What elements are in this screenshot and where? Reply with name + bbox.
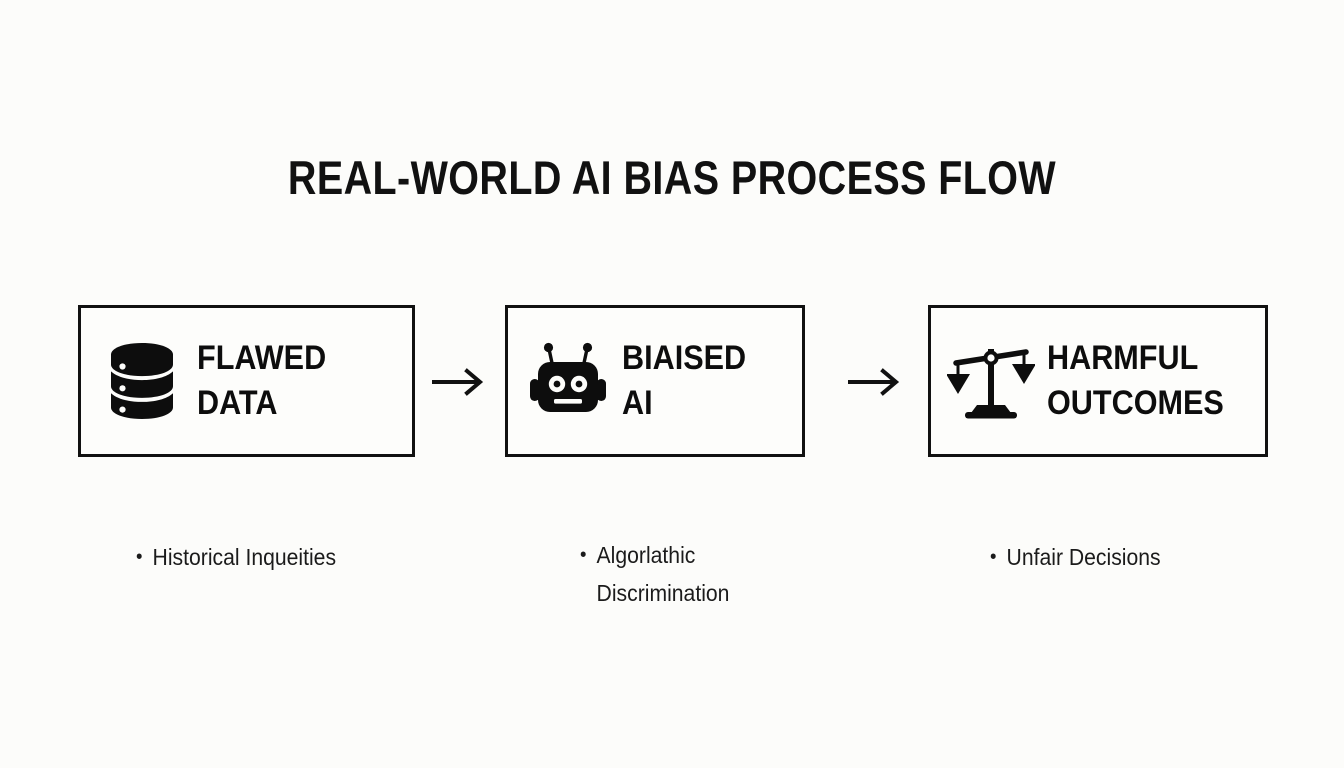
flow-step-harmful-outcomes[interactable]: HARMFUL OUTCOMES [928,305,1268,457]
arrow-right-icon-1 [430,367,490,397]
caption-harmful-outcomes: • Unfair Decisions [990,500,1161,576]
flow-step-label: FLAWED DATA [197,339,327,422]
page-title: REAL-WORLD AI BIAS PROCESS FLOW [287,151,1057,204]
flow-step-flawed-data[interactable]: FLAWED DATA [78,305,415,457]
flow-step-label: BIAISED AI [622,339,747,422]
caption-text: Historical Inqueities [152,544,337,570]
bullet-icon: • [990,546,997,568]
caption-flawed-data: • Historical Inqueities [136,500,336,576]
balance-scale-icon [935,341,1047,421]
caption-text: Algorlathic Discrimination [596,542,730,606]
flow-step-biaised-ai[interactable]: BIAISED AI [505,305,805,457]
process-flow: FLAWED DATA [78,305,1268,457]
arrow-right-icon-2 [846,367,906,397]
bullet-icon: • [136,546,143,568]
bullet-icon: • [580,544,587,566]
caption-biaised-ai: • Algorlathic Discrimination [580,498,729,612]
flow-step-label: HARMFUL OUTCOMES [1047,339,1224,422]
database-icon [87,342,197,420]
caption-text: Unfair Decisions [1006,544,1161,570]
robot-icon [514,341,622,421]
